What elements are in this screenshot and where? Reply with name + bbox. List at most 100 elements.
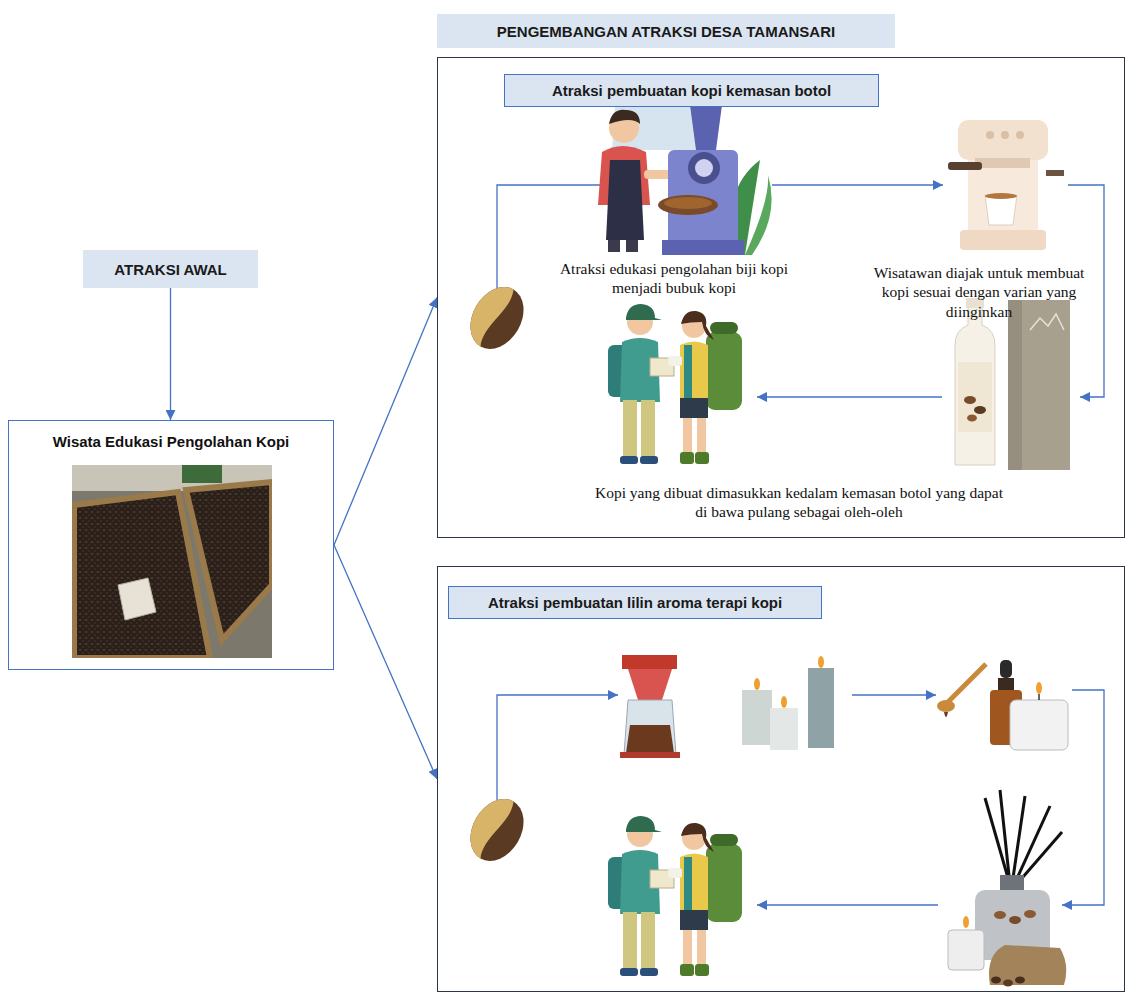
espresso-machine: [975, 158, 1030, 168]
diffuser-set: [1000, 790, 1010, 885]
flow-arrow: [757, 396, 942, 397]
bottle-package: [955, 305, 995, 465]
pour-over-candles: [781, 696, 787, 708]
text-slot: Atraksi edukasi pengolahan biji kopi men…: [559, 259, 789, 298]
roaster-machine: [664, 197, 712, 209]
espresso-machine: [958, 120, 1048, 160]
coffee-drying-photo: [72, 465, 272, 658]
espresso-machine: [985, 193, 1017, 199]
espresso-machine: [968, 160, 1038, 230]
flow-connector: [334, 298, 437, 546]
pour-over-candles: [770, 708, 798, 750]
diffuser-set: [991, 977, 1001, 984]
coffee-drying-photo: [186, 482, 272, 640]
step-caption: Kopi yang dibuat dimasukkan kedalam kema…: [589, 483, 1009, 522]
coffee-bean-icon: [460, 789, 535, 870]
panel-heading: Atraksi pembuatan lilin aroma terapi kop…: [448, 586, 822, 619]
dropper-candle: [948, 664, 986, 702]
diagram-title: PENGEMBANGAN ATRAKSI DESA TAMANSARI: [497, 23, 835, 40]
diffuser-set: [1014, 806, 1050, 885]
flow-arrow: [757, 904, 938, 905]
bottle-package: [1030, 314, 1064, 330]
pour-over-candles: [622, 655, 677, 669]
heading-text: Atraksi pembuatan kopi kemasan botol: [552, 82, 831, 99]
roaster-machine: [658, 195, 718, 215]
diffuser-set: [1015, 977, 1025, 984]
pour-over-candles: [818, 656, 824, 668]
box-title: Wisata Edukasi Pengolahan Kopi: [9, 433, 333, 450]
espresso-machine: [1016, 131, 1024, 139]
pour-over-candles: [620, 655, 834, 758]
pour-over-candles: [754, 678, 760, 690]
photo-box: Wisata Edukasi Pengolahan Kopi: [8, 420, 334, 670]
start-band: ATRAKSI AWAL: [83, 250, 258, 288]
heading-text: ATRAKSI AWAL: [114, 261, 227, 278]
roaster-machine: [690, 105, 722, 150]
tourist-figures: [608, 816, 742, 976]
espresso-machine: [948, 162, 982, 170]
roaster-machine: [695, 159, 713, 177]
heading-text: Atraksi pembuatan lilin aroma terapi kop…: [488, 594, 782, 611]
flow-connector: [334, 545, 437, 779]
text-slot: Kopi yang dibuat dimasukkan kedalam kema…: [589, 483, 1009, 522]
dropper-candle: [1010, 700, 1068, 750]
flow-arrow: [852, 694, 936, 695]
coffee-drying-photo: [72, 465, 272, 658]
coffee-bean-icon: [460, 789, 516, 859]
text-slot: Wisata Edukasi Pengolahan Kopi: [9, 433, 333, 450]
roaster-machine: [688, 152, 720, 184]
dropper-candle: [1000, 660, 1012, 678]
pour-over-candles: [626, 725, 674, 753]
tourist-figures: [608, 304, 742, 464]
espresso-machine: [1001, 131, 1009, 139]
diffuser-set: [948, 790, 1066, 987]
espresso-machine: [985, 195, 1017, 225]
dropper-candle: [998, 678, 1014, 690]
diffuser-set: [963, 916, 969, 928]
diffuser-set: [1003, 980, 1013, 987]
flow-arrow: [497, 690, 1104, 905]
coffee-bean-icon: [460, 277, 516, 347]
panel-heading: Atraksi pembuatan kopi kemasan botol: [504, 74, 879, 107]
espresso-machine: [1046, 170, 1064, 176]
barista-figure: [609, 110, 640, 124]
diffuser-set: [1024, 910, 1036, 918]
coffee-bean-icon: [460, 789, 535, 870]
attraction-panel: Atraksi pembuatan lilin aroma terapi kop…: [437, 566, 1125, 992]
dropper-candle: [1036, 682, 1042, 694]
pour-over-candles: [628, 669, 672, 700]
bottle-package: [955, 298, 1070, 470]
dropper-candle: [944, 712, 948, 717]
bottle-package: [1008, 300, 1070, 470]
text-slot: Wisatawan diajak untuk membuat kopi sesu…: [869, 263, 1089, 321]
roaster-machine: [662, 240, 744, 255]
bottle-package: [964, 396, 976, 404]
coffee-bean-icon: [460, 277, 535, 358]
dropper-candle: [937, 660, 1068, 750]
pour-over-candles: [742, 690, 772, 745]
roaster-machine: [658, 105, 772, 255]
dropper-candle: [937, 700, 955, 712]
attraction-panel: Atraksi pembuatan kopi kemasan botolAtra…: [437, 57, 1125, 538]
espresso-machine: [960, 230, 1046, 250]
coffee-drying-photo: [182, 465, 222, 483]
flow-arrow: [772, 184, 943, 185]
bottle-package: [958, 362, 992, 432]
title-band: PENGEMBANGAN ATRAKSI DESA TAMANSARI: [437, 14, 895, 48]
pour-over-candles: [624, 700, 676, 755]
step-caption: Wisatawan diajak untuk membuat kopi sesu…: [869, 263, 1089, 321]
espresso-machine: [986, 131, 994, 139]
step-caption: Atraksi edukasi pengolahan biji kopi men…: [559, 259, 789, 298]
barista-figure: [606, 160, 644, 240]
bottle-package: [974, 406, 986, 414]
diffuser-set: [948, 930, 984, 970]
bottle-package: [967, 415, 977, 422]
espresso-machine: [948, 120, 1064, 250]
coffee-bean-icon: [460, 277, 535, 358]
flow-connector: [170, 288, 171, 420]
dropper-candle: [1038, 694, 1040, 700]
diffuser-set: [994, 911, 1006, 919]
diffuser-set: [1009, 916, 1021, 924]
diffuser-set: [989, 945, 1066, 985]
